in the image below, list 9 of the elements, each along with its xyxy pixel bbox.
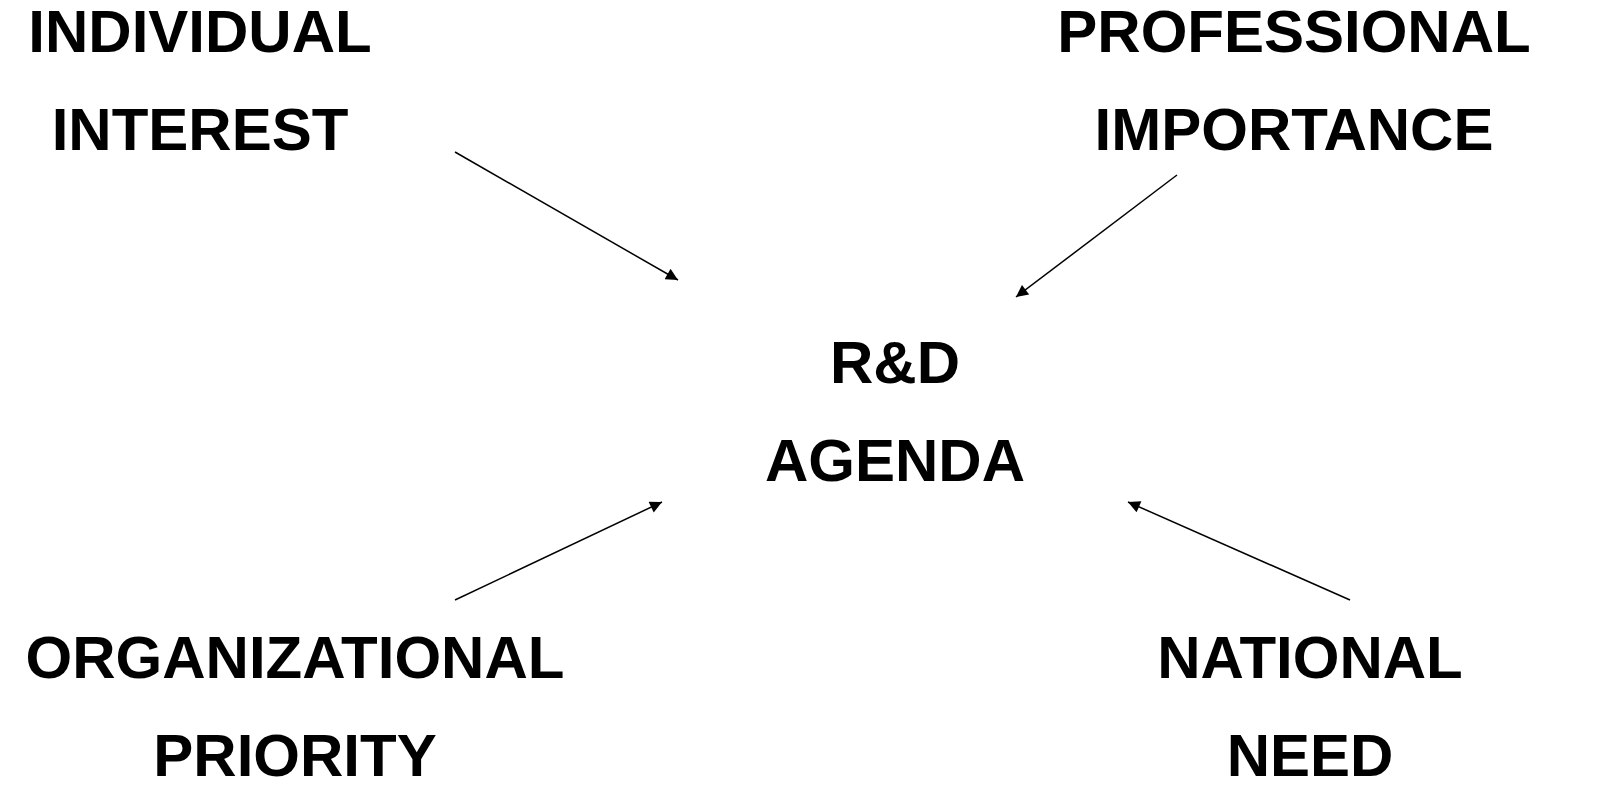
arrow <box>454 151 679 281</box>
node-label: PROFESSIONAL IMPORTANCE <box>1056 0 1532 165</box>
node-label: NATIONAL NEED <box>1156 623 1464 791</box>
arrow <box>454 501 663 601</box>
node-label: INDIVIDUAL INTEREST <box>27 0 373 165</box>
node-label: ORGANIZATIONAL PRIORITY <box>24 623 566 791</box>
node-label: R&D AGENDA <box>764 328 1026 496</box>
arrow <box>1015 174 1178 298</box>
arrow <box>1127 501 1351 601</box>
